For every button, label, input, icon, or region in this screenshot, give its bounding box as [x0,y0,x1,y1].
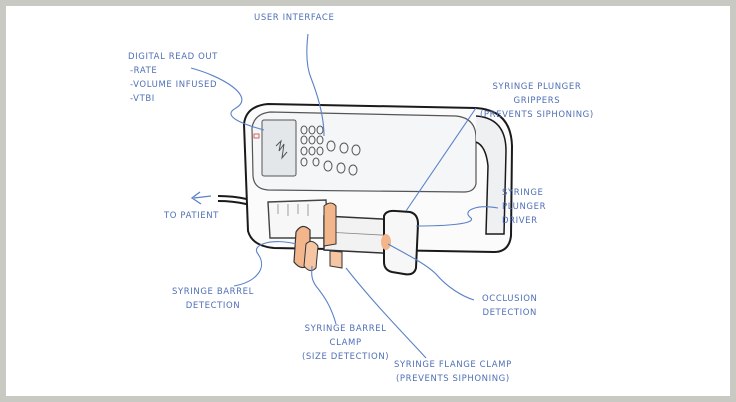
leader-barrel-detection [233,241,297,287]
label-plunger-grippers-line2: grippers [513,96,561,106]
label-readout-volume: -Volume infused [130,80,218,90]
leader-user-interface [306,33,325,137]
label-flange-clamp: Syringe flange clamp (prevents siphoning… [394,358,512,386]
flange-clamp [323,202,337,247]
label-plunger-grippers: Syringe plunger grippers (prevents sipho… [480,80,594,122]
label-readout-rate: -Rate [130,66,158,76]
label-plunger-driver: Syringe plunger driver [502,186,546,228]
leader-digital-readout [190,67,265,131]
pump-handle [475,115,507,235]
leader-occlusion [387,243,475,301]
label-barrel-detection: Syringe barrel detection [172,285,254,313]
label-barrel-clamp: Syringe barrel clamp (size detection) [302,322,389,364]
label-barrel-clamp-line3: (size detection) [302,352,390,362]
leader-flange-clamp [345,267,427,359]
leader-plunger-grippers [405,107,477,212]
label-user-interface: User interface [254,13,335,23]
label-flange-clamp-line2: (prevents siphoning) [396,374,510,384]
label-occlusion-detection: Occlusion detection [482,292,537,320]
syringe-pump-illustration [190,33,514,359]
label-barrel-clamp-line2: clamp [329,338,362,348]
label-readout-vtbi: -VTBI [130,94,155,104]
diagram-canvas: Digital read out -Rate -Volume infused -… [6,6,730,396]
label-digital-readout: Digital read out -Rate -Volume infused -… [128,50,218,106]
label-plunger-driver-line2: plunger [502,202,547,212]
label-plunger-grippers-line3: (prevents siphoning) [480,110,594,120]
leader-barrel-clamp [311,265,337,325]
display-screen [261,119,297,177]
label-occlusion-line1: Occlusion [482,294,538,304]
label-digital-readout-title: Digital read out [128,52,218,62]
label-barrel-detection-line1: Syringe barrel [172,287,254,297]
label-plunger-driver-line1: Syringe [502,188,544,198]
arrow-icon [190,191,212,205]
label-occlusion-line2: detection [482,308,537,318]
keypad-buttons [300,125,361,176]
leader-plunger-driver [415,206,499,227]
label-barrel-detection-line2: detection [185,301,241,311]
label-plunger-driver-line3: driver [502,216,538,226]
label-barrel-clamp-line1: Syringe barrel [304,324,387,334]
waveform-icon [275,139,288,160]
label-to-patient: To patient [164,211,219,221]
leader-lines [190,33,499,359]
label-flange-clamp-line1: Syringe flange clamp [394,360,512,370]
label-plunger-grippers-line1: Syringe plunger [492,82,582,92]
plunger-driver [383,209,420,276]
